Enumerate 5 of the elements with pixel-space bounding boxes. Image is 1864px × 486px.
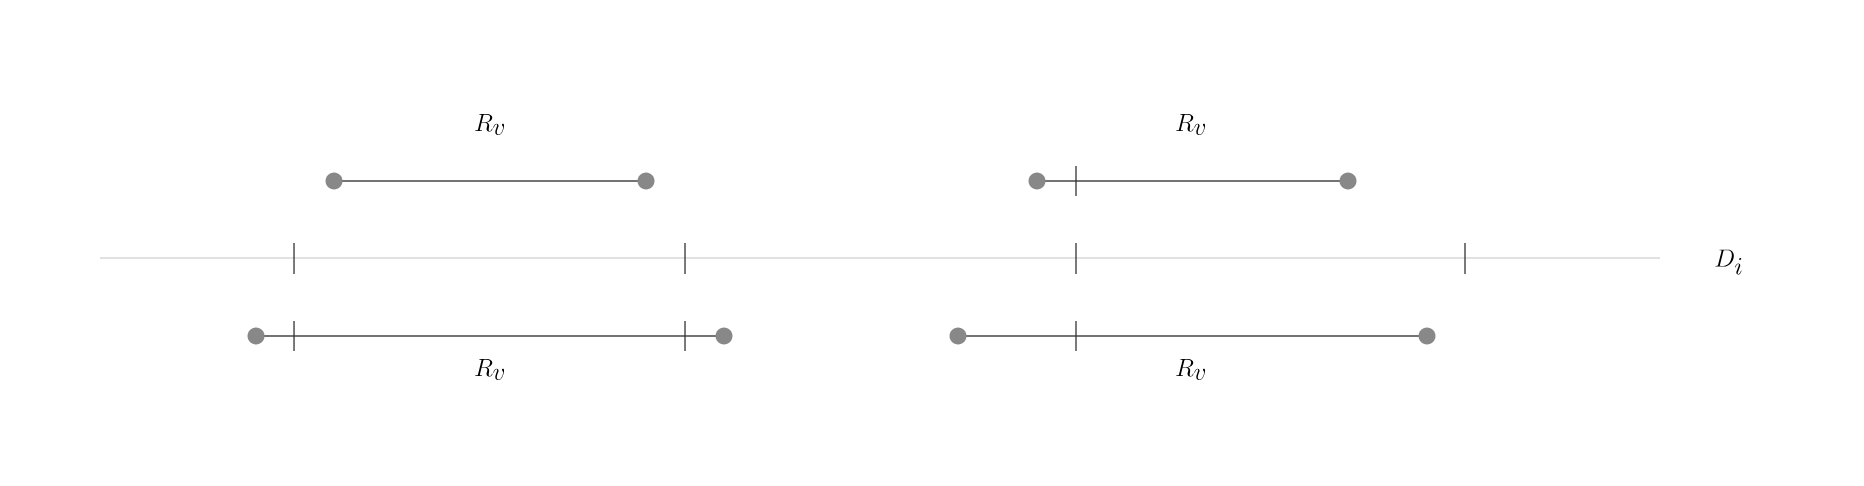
math-label: $R_v$ xyxy=(1176,114,1206,136)
math-label: $D_i$ xyxy=(1715,249,1742,275)
math-label: $R_v$ xyxy=(475,359,505,381)
math-label: $R_v$ xyxy=(475,114,505,136)
math-label: $R_v$ xyxy=(1176,359,1206,381)
